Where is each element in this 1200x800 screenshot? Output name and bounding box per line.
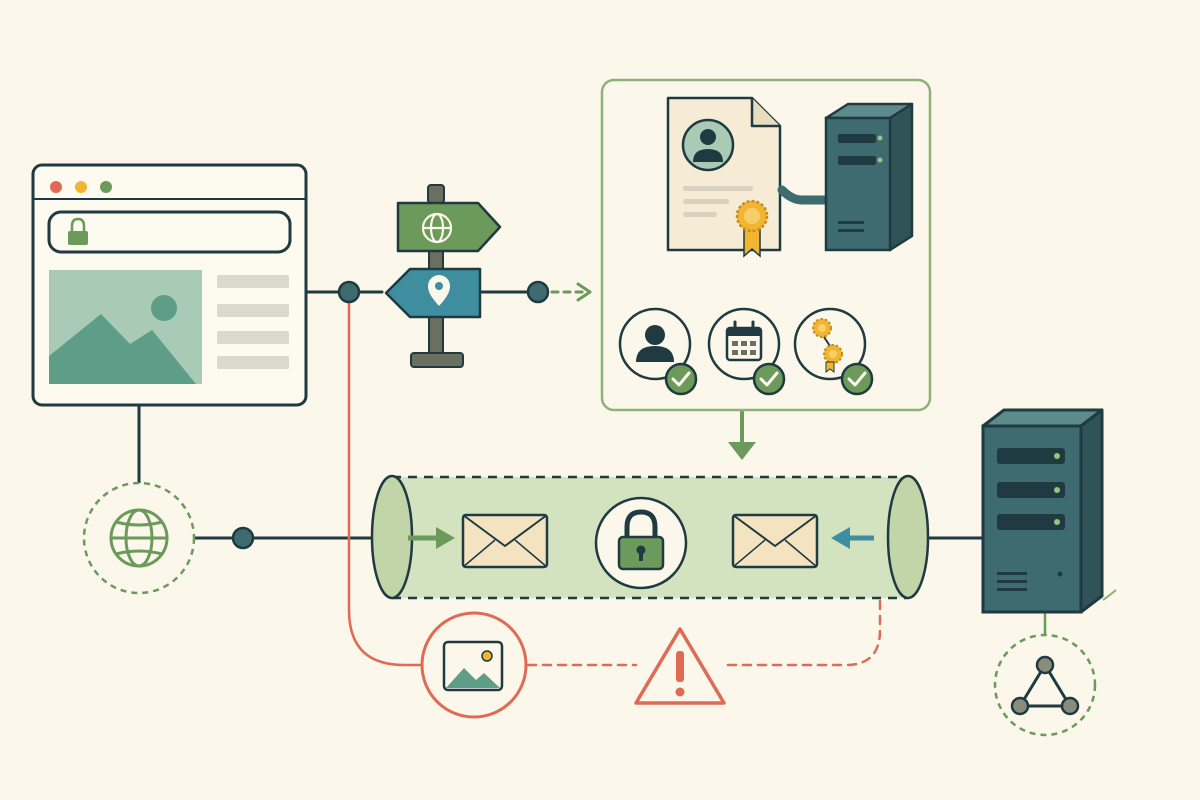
award-ribbon-icon: [735, 199, 769, 258]
certificate-validation-panel: [600, 78, 932, 412]
validity-date-check-node: [707, 307, 786, 396]
content-line-4: [217, 356, 289, 369]
window-minimize-dot: [75, 181, 87, 193]
landscape-image-icon: [442, 640, 504, 692]
padlock-icon: [68, 217, 88, 245]
envelope-icon: [731, 513, 819, 569]
cert-key-connector: [777, 185, 855, 205]
encrypted-tunnel: [370, 474, 930, 600]
globe-icon: [109, 508, 169, 568]
server-icon: [824, 102, 914, 252]
connector-node: [231, 526, 255, 550]
leak-path-dashed-b: [726, 596, 882, 667]
network-triangle-icon: [1010, 655, 1080, 716]
unencrypted-image-node: [420, 611, 528, 719]
client-globe-node: [82, 481, 196, 595]
calendar-icon: [725, 320, 763, 362]
tunnel-right-opening: [886, 474, 930, 600]
warning-triangle-icon: [634, 627, 726, 705]
user-avatar-icon: [636, 325, 674, 362]
server-icon: [981, 408, 1117, 614]
check-badge-icon: [840, 362, 874, 396]
tunnel-left-opening: [370, 474, 414, 600]
globe-icon: [421, 212, 453, 244]
envelope-icon: [461, 513, 549, 569]
award-ribbon-icon: [812, 318, 843, 373]
connector-node: [526, 280, 550, 304]
browser-window-icon: [31, 163, 308, 407]
window-close-dot: [50, 181, 62, 193]
cert-to-tunnel-arrowhead: [728, 442, 756, 460]
content-line-3: [217, 331, 289, 344]
check-badge-icon: [752, 362, 786, 396]
dns-to-cert-arrowhead: [576, 282, 592, 302]
network-node: [993, 633, 1097, 737]
signpost-icon: [384, 184, 502, 368]
check-badge-icon: [664, 362, 698, 396]
window-maximize-dot: [100, 181, 112, 193]
location-pin-icon: [428, 275, 450, 306]
content-line-1: [217, 275, 289, 288]
outbound-arrow: [831, 527, 874, 549]
connector-node: [337, 280, 361, 304]
content-line-2: [217, 304, 289, 317]
leak-path-solid: [347, 290, 426, 667]
certificate-document-icon: [666, 96, 782, 258]
landscape-image-icon: [49, 270, 202, 384]
padlock-icon: [594, 496, 688, 590]
address-bar: [47, 210, 292, 254]
user-avatar-icon: [681, 118, 735, 172]
identity-check-node: [618, 307, 698, 396]
issuer-chain-check-node: [793, 307, 874, 396]
inbound-arrow: [408, 527, 455, 549]
